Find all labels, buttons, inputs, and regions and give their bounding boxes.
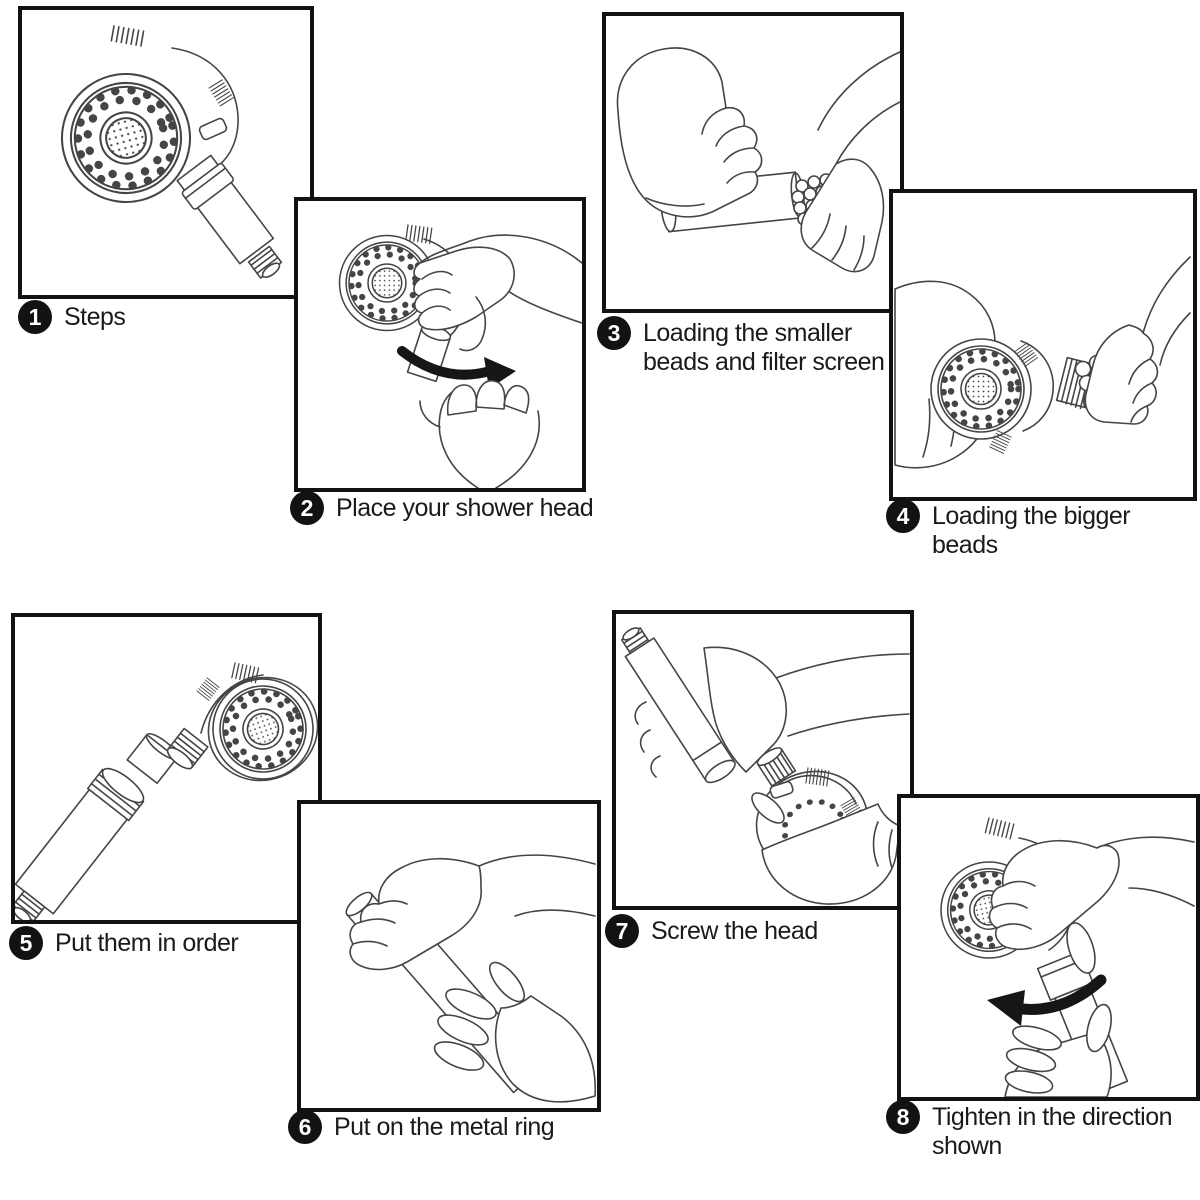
illustration-step-5-exploded-parts [15, 617, 318, 920]
illustration-step-3-loading-small-beads [616, 47, 900, 273]
step-1-caption: 1 Steps [18, 300, 126, 334]
step-3-caption: 3 Loading the smaller beads and filter s… [597, 316, 923, 377]
illustration-step-7-screw-the-head [620, 627, 910, 905]
step-4-label: Loading the bigger beads [932, 502, 1131, 559]
handle [176, 154, 283, 279]
illustration-step-4-loading-big-beads [894, 256, 1191, 469]
step-6-caption: 6 Put on the metal ring [288, 1110, 555, 1144]
panel-step-4 [889, 189, 1197, 501]
panel-step-5 [11, 613, 322, 924]
lower-hand [419, 380, 540, 488]
spray-face [48, 60, 205, 217]
step-5-label: Put them in order [55, 929, 239, 957]
step-3-label: Loading the smaller beads and filter scr… [643, 319, 885, 376]
step-8-label: Tighten in the direction shown [932, 1103, 1173, 1160]
step-4-badge: 4 [886, 499, 920, 533]
shower-head [166, 662, 318, 795]
panel-step-3 [602, 12, 904, 313]
panel-step-6 [297, 800, 601, 1112]
step-1-badge: 1 [18, 300, 52, 334]
step-6-badge: 6 [288, 1110, 322, 1144]
right-hand [1084, 256, 1191, 425]
handle-tube [15, 767, 145, 920]
panel-step-2 [294, 197, 586, 492]
upper-hand [988, 836, 1195, 974]
illustration-step-2-place-shower-head [298, 224, 582, 488]
threaded-neck [166, 727, 209, 770]
cupping-hand [751, 792, 901, 905]
panel-step-1 [18, 6, 314, 299]
step-5-caption: 5 Put them in order [9, 926, 239, 960]
step-2-label: Place your shower head [336, 494, 594, 522]
step-8-caption: 8 Tighten in the direction shown [886, 1100, 1200, 1161]
rotation-arrow-icon [987, 974, 1107, 1026]
upper-hand [349, 854, 596, 971]
holding-hand [703, 646, 910, 773]
step-1-label: Steps [64, 303, 126, 331]
lower-hand [1004, 1003, 1112, 1097]
step-5-badge: 5 [9, 926, 43, 960]
mode-lever [198, 117, 228, 141]
illustration-step-1-shower-head [22, 25, 283, 279]
illustration-step-6-put-on-metal-ring [345, 854, 596, 1103]
illustration-step-8-tighten-direction [901, 817, 1195, 1097]
panel-step-7 [612, 610, 914, 910]
step-2-caption: 2 Place your shower head [290, 491, 594, 525]
step-7-label: Screw the head [651, 917, 818, 945]
step-6-label: Put on the metal ring [334, 1113, 555, 1141]
lower-hand [433, 961, 596, 1103]
step-7-badge: 7 [605, 914, 639, 948]
left-hand [616, 47, 763, 218]
step-3-badge: 3 [597, 316, 631, 350]
step-8-badge: 8 [886, 1100, 920, 1134]
right-hand [800, 51, 900, 273]
filter-tube [620, 627, 736, 784]
step-4-caption: 4 Loading the bigger beads [886, 499, 1200, 560]
panel-step-8 [897, 794, 1200, 1101]
step-7-caption: 7 Screw the head [605, 914, 818, 948]
upper-hand [413, 234, 582, 352]
step-2-badge: 2 [290, 491, 324, 525]
finger-tips [634, 701, 661, 778]
